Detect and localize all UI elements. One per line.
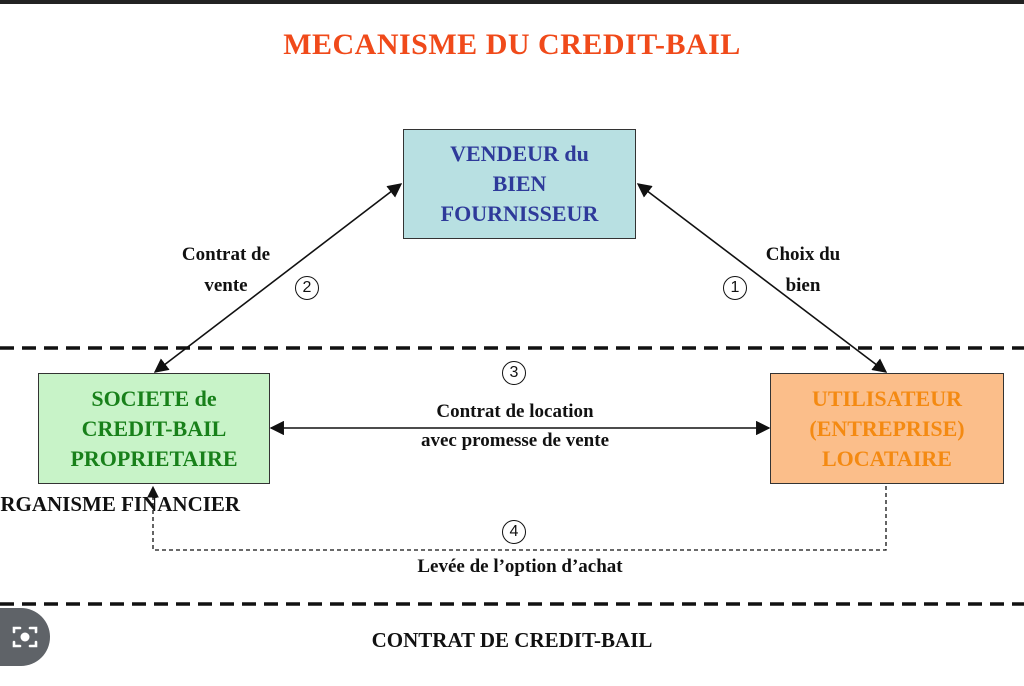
step-number-1: 1 <box>723 276 747 300</box>
box-societe-line-2: CREDIT-BAIL <box>81 415 227 441</box>
label-choix-bien-line-1: Choix du <box>765 244 841 265</box>
path-levee-option <box>147 485 887 551</box>
arrow-contrat-vente <box>153 183 403 373</box>
box-utilisateur: UTILISATEUR (ENTREPRISE) LOCATAIRE <box>770 373 1004 484</box>
label-contrat-location-line-1: Contrat de location <box>436 401 594 422</box>
box-utilisateur-line-1: UTILISATEUR <box>812 385 962 411</box>
label-contrat-vente-line-1: Contrat de <box>181 244 271 265</box>
label-choix-bien-line-2: bien <box>785 275 821 296</box>
box-vendeur: VENDEUR du BIEN FOURNISSEUR <box>403 129 636 239</box>
step-number-2: 2 <box>295 276 319 300</box>
step-number-3: 3 <box>502 361 526 385</box>
label-contrat-location-line-2: avec promesse de vente <box>420 430 609 451</box>
label-contrat-vente: Contrat de vente <box>164 239 288 301</box>
box-utilisateur-line-3: LOCATAIRE <box>822 445 952 471</box>
box-utilisateur-line-2: (ENTREPRISE) <box>809 415 965 441</box>
label-organisme-financier: ORGANISME FINANCIER <box>0 492 306 517</box>
label-contrat-location: Contrat de location avec promesse de ven… <box>360 397 670 455</box>
arrow-choix-bien <box>636 183 888 373</box>
top-border-line <box>0 0 1024 4</box>
label-choix-bien: Choix du bien <box>744 239 862 301</box>
label-contrat-vente-line-2: vente <box>204 275 248 296</box>
box-vendeur-line-2: BIEN <box>492 171 547 196</box>
box-societe-line-1: SOCIETE de <box>91 385 217 411</box>
box-vendeur-line-3: FOURNISSEUR <box>440 201 599 226</box>
box-societe-line-3: PROPRIETAIRE <box>70 445 238 471</box>
step-number-4: 4 <box>502 520 526 544</box>
diagram-title: MECANISME DU CREDIT-BAIL <box>283 28 741 61</box>
camera-lens-icon[interactable] <box>0 608 50 666</box>
label-organisme-financier-text: ORGANISME FINANCIER <box>0 492 241 516</box>
box-vendeur-line-1: VENDEUR du <box>450 141 589 166</box>
label-levee-option: Levée de l’option d’achat <box>417 556 623 577</box>
footer-contrat-credit-bail: CONTRAT DE CREDIT-BAIL <box>371 628 653 652</box>
camera-lens-glyph <box>12 626 38 648</box>
box-societe: SOCIETE de CREDIT-BAIL PROPRIETAIRE <box>38 373 270 484</box>
